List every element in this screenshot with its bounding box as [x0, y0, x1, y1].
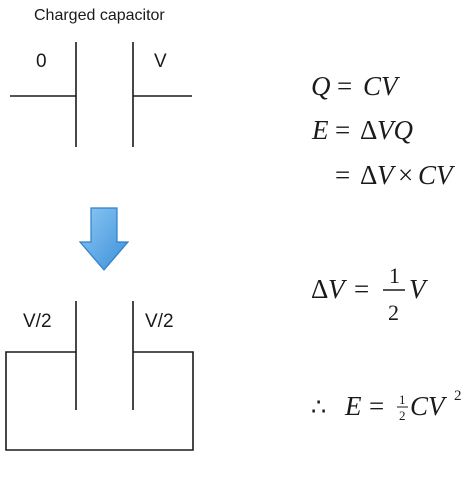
eq-expression: CV: [418, 160, 456, 190]
equation-charge: Q = CV: [311, 71, 401, 101]
left-plate-label: 0: [36, 51, 47, 72]
diagram-title: Charged capacitor: [34, 7, 165, 24]
right-plate-label: V: [154, 51, 167, 72]
eq-symbol: E: [311, 115, 329, 145]
equation-energy-substituted: = Δ V × CV: [335, 160, 456, 190]
fraction-numerator: 1: [389, 263, 400, 288]
equation-stored-energy: ∴ E = 1 2 CV 2: [311, 388, 462, 423]
eq-symbol: E: [344, 391, 362, 421]
eq-expression: VQ: [377, 115, 413, 145]
eq-delta: Δ: [311, 274, 328, 304]
eq-delta: Δ: [360, 115, 377, 145]
shorted-capacitor: V/2 V/2: [5, 301, 194, 451]
equation-energy: E = Δ VQ: [311, 115, 413, 145]
eq-operator: =: [335, 160, 350, 190]
right-plate-half-label: V/2: [145, 311, 174, 332]
eq-exponent: 2: [454, 388, 462, 404]
fraction-numerator: 1: [399, 392, 406, 407]
eq-times: ×: [398, 160, 413, 190]
left-plate-half-label: V/2: [23, 311, 52, 332]
eq-operator: =: [335, 115, 350, 145]
therefore-symbol: ∴: [311, 395, 326, 421]
eq-delta: Δ: [360, 160, 377, 190]
down-arrow-icon: [78, 207, 130, 271]
fraction-denominator: 2: [399, 408, 406, 423]
eq-expression: CV: [363, 71, 401, 101]
charged-capacitor: Charged capacitor 0 V: [10, 7, 192, 147]
eq-symbol: V: [328, 274, 348, 304]
eq-operator: =: [337, 71, 352, 101]
short-circuit-wire: [5, 351, 194, 451]
equation-average-voltage: Δ V = 1 2 V: [311, 263, 429, 325]
eq-symbol: Q: [311, 71, 331, 101]
eq-expression: CV: [410, 391, 448, 421]
eq-operator: =: [354, 274, 369, 304]
eq-expression: V: [409, 274, 429, 304]
eq-operator: =: [369, 391, 384, 421]
eq-variable: V: [377, 160, 397, 190]
equations: Q = CV E = Δ VQ = Δ V × CV Δ V = 1 2 V: [311, 71, 462, 423]
fraction-denominator: 2: [388, 300, 399, 325]
